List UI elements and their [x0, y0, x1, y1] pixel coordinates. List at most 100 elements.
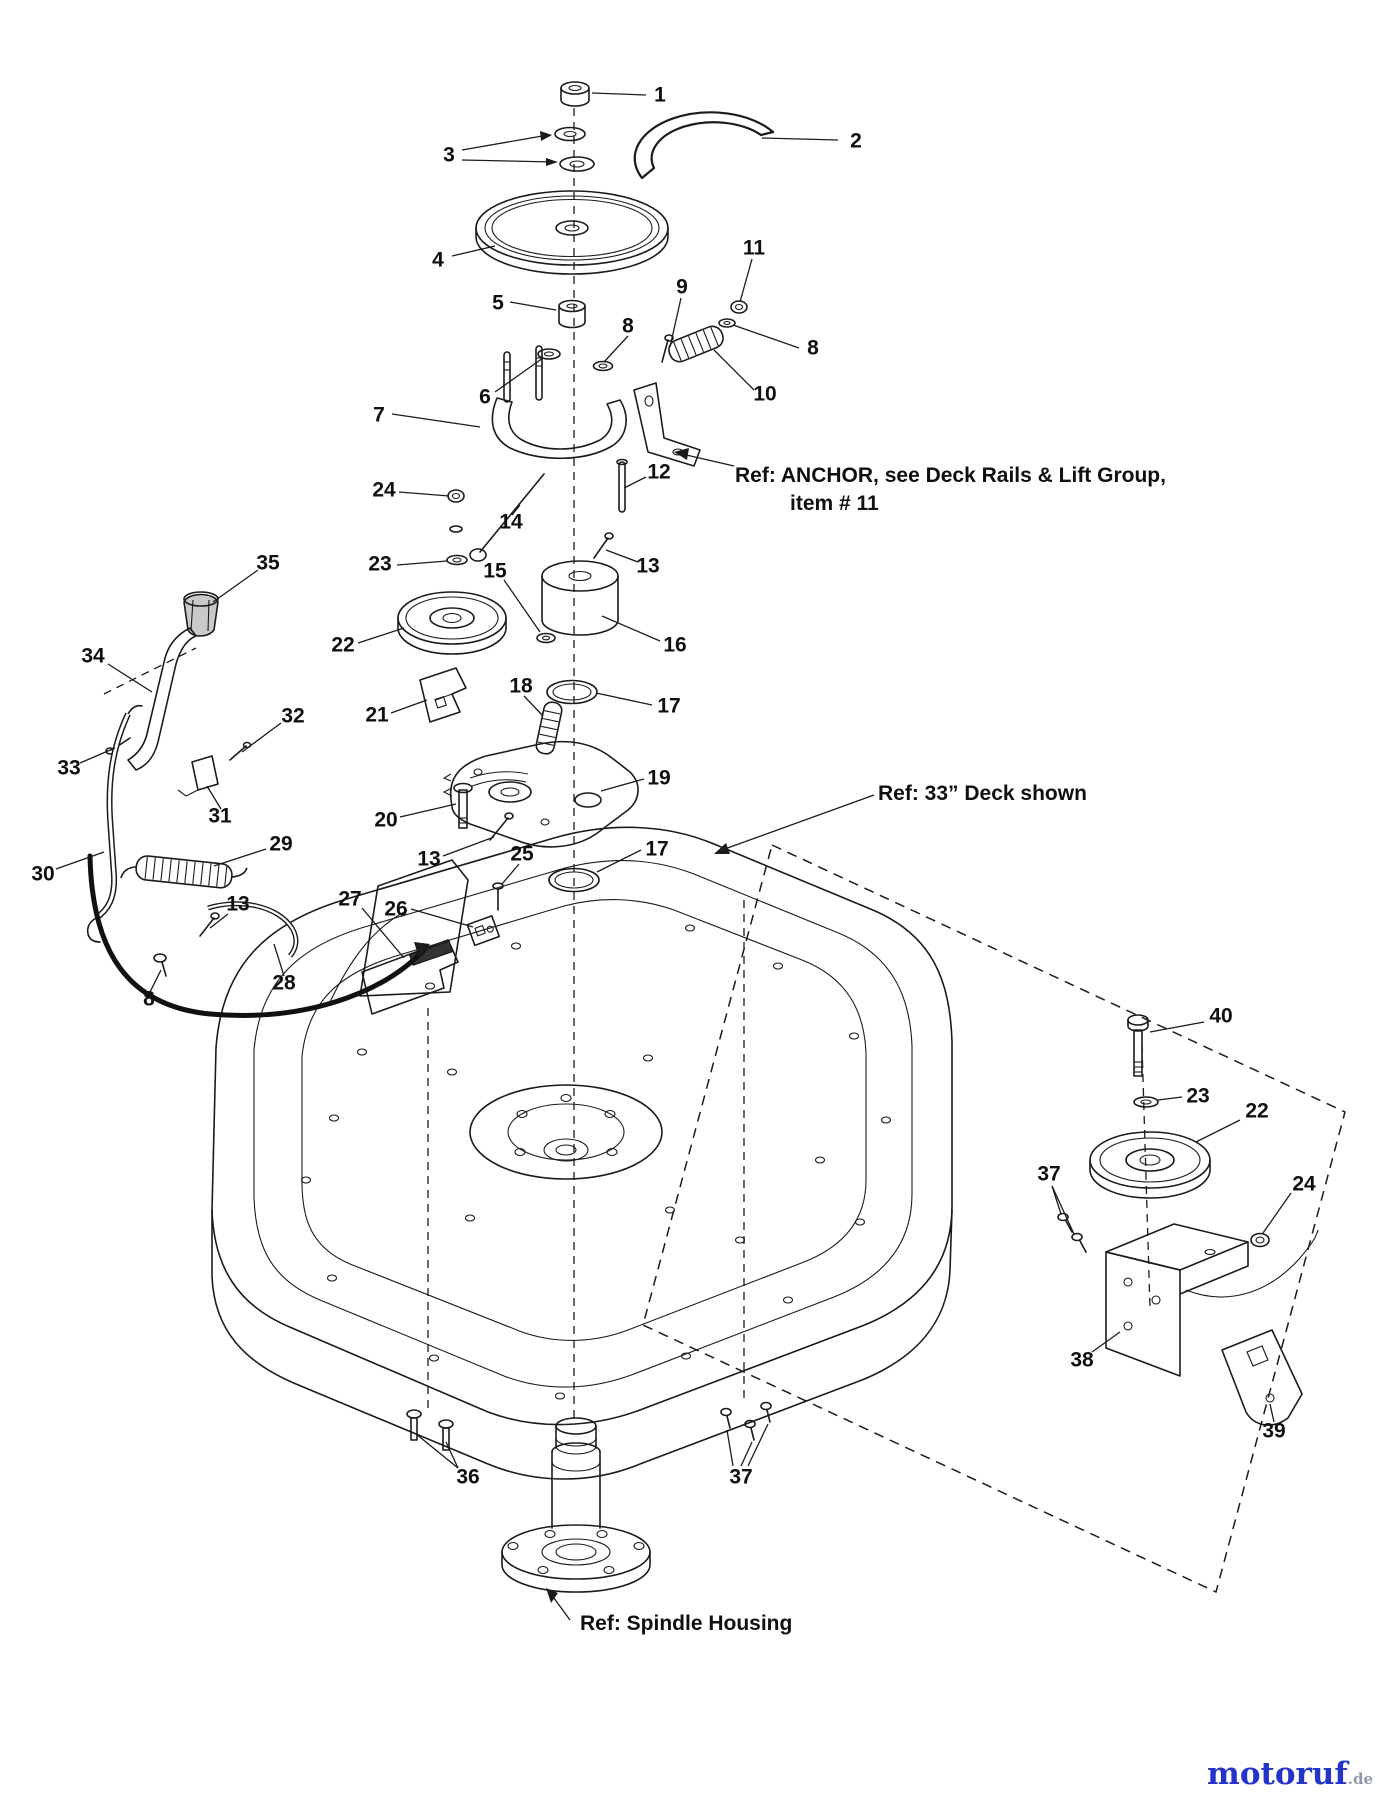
stud-item9	[661, 334, 674, 363]
clutch-bracket-item7	[491, 345, 627, 460]
callout-18: 18	[509, 675, 533, 698]
rod-item14	[469, 473, 545, 562]
callout-37b: 37	[729, 1466, 752, 1489]
callout-21: 21	[365, 704, 389, 727]
pin-item13-left	[199, 912, 220, 937]
callout-13c: 13	[226, 893, 249, 916]
callout-15: 15	[483, 560, 507, 583]
reference-arrows	[546, 448, 875, 1621]
nut-item11	[730, 300, 748, 314]
anchor-bracket	[633, 382, 701, 467]
callout-25: 25	[510, 843, 534, 866]
screws-item37-right	[1057, 1212, 1087, 1253]
spring-item18	[535, 701, 563, 755]
callout-8a: 8	[622, 315, 634, 338]
callout-28: 28	[272, 972, 296, 995]
spring-item29	[120, 855, 248, 889]
nut-item1	[560, 81, 590, 107]
callout-labels: 1 2 3 4 5 6 7 8 9 11 8 10 12 13 14 24 23…	[31, 84, 1316, 1489]
callout-10: 10	[753, 383, 776, 406]
washer-item23-right	[1133, 1096, 1159, 1108]
idler-pulley-item22-right	[1089, 1131, 1211, 1199]
washer-item15	[536, 632, 556, 644]
spring-item10	[668, 325, 724, 363]
callout-1: 1	[654, 84, 666, 107]
callout-29: 29	[269, 833, 292, 856]
callout-40: 40	[1209, 1005, 1232, 1028]
callout-31: 31	[208, 805, 232, 828]
screws-item37-bottom	[720, 1401, 772, 1441]
callout-4: 4	[432, 249, 444, 272]
ref-spindle-housing: Ref: Spindle Housing	[580, 1612, 792, 1635]
callout-36: 36	[456, 1466, 479, 1489]
callout-5: 5	[492, 292, 504, 315]
wire-link	[1185, 1229, 1319, 1298]
bolts-item36	[406, 1409, 454, 1451]
cable-curve	[87, 853, 430, 1018]
callout-23a: 23	[368, 553, 391, 576]
centerlines	[427, 108, 1151, 1420]
reference-texts: Ref: ANCHOR, see Deck Rails & Lift Group…	[580, 464, 1166, 1635]
watermark-brand: motoruf	[1207, 1756, 1348, 1792]
callout-23b: 23	[1186, 1085, 1209, 1108]
callout-24b: 24	[1292, 1173, 1316, 1196]
callout-8c: 8	[143, 988, 155, 1011]
callout-14: 14	[499, 511, 523, 534]
idler-arm-item19	[442, 740, 639, 848]
callout-20: 20	[374, 809, 397, 832]
washer-item23-left	[446, 525, 468, 566]
pin-item12	[616, 458, 628, 513]
lever-item34	[127, 627, 197, 771]
washers-item3	[554, 126, 595, 172]
deck-bracket-assembly-items25-26-27	[359, 859, 504, 1015]
callout-27: 27	[338, 888, 361, 911]
callout-17b: 17	[645, 838, 668, 861]
spacer-item5	[558, 299, 586, 329]
deck-bolt-holes	[300, 924, 892, 1400]
pin-item13-top	[593, 532, 614, 559]
callout-24a: 24	[372, 479, 396, 502]
callout-11: 11	[743, 237, 766, 260]
ref-anchor-line2: item # 11	[790, 492, 879, 515]
washer-item8-right	[718, 318, 736, 328]
callout-39: 39	[1262, 1420, 1285, 1443]
callout-34: 34	[81, 645, 105, 668]
washer-item6	[537, 348, 561, 360]
callout-33: 33	[57, 757, 80, 780]
callout-2: 2	[850, 130, 862, 153]
callout-7: 7	[373, 404, 385, 427]
rod-item28	[207, 901, 299, 958]
callout-22b: 22	[1245, 1100, 1268, 1123]
idler-pulley-item22-left	[397, 591, 507, 655]
callout-8b: 8	[807, 337, 819, 360]
watermark-tld: .de	[1347, 1770, 1373, 1788]
callout-6: 6	[479, 386, 491, 409]
deck-reference-box	[642, 843, 1346, 1594]
bracket-item38	[1105, 1223, 1249, 1377]
spindle-housing	[501, 1417, 651, 1593]
callout-37a: 37	[1037, 1163, 1060, 1186]
callout-9: 9	[676, 276, 688, 299]
belt-guide-ring-item2	[633, 111, 775, 180]
pin-item32	[229, 741, 252, 761]
callout-30: 30	[31, 863, 54, 886]
callout-35: 35	[256, 552, 280, 575]
bracket-item31	[177, 755, 219, 797]
callout-16: 16	[663, 634, 686, 657]
leader-lines	[55, 92, 1292, 1469]
callout-32: 32	[281, 705, 304, 728]
washer-item8-left	[592, 360, 614, 372]
knob-item35	[183, 591, 219, 637]
callout-38: 38	[1070, 1349, 1094, 1372]
bracket-item21	[419, 667, 467, 723]
oring-item17-top	[546, 679, 598, 705]
callout-17a: 17	[657, 695, 680, 718]
watermark: motoruf.de	[1207, 1759, 1373, 1790]
spacer-item16	[541, 560, 619, 636]
nut-item24-left	[447, 489, 465, 503]
rod-item30	[86, 704, 143, 943]
pin-item13-mid	[489, 812, 514, 841]
ref-anchor-line1: Ref: ANCHOR, see Deck Rails & Lift Group…	[735, 464, 1166, 487]
